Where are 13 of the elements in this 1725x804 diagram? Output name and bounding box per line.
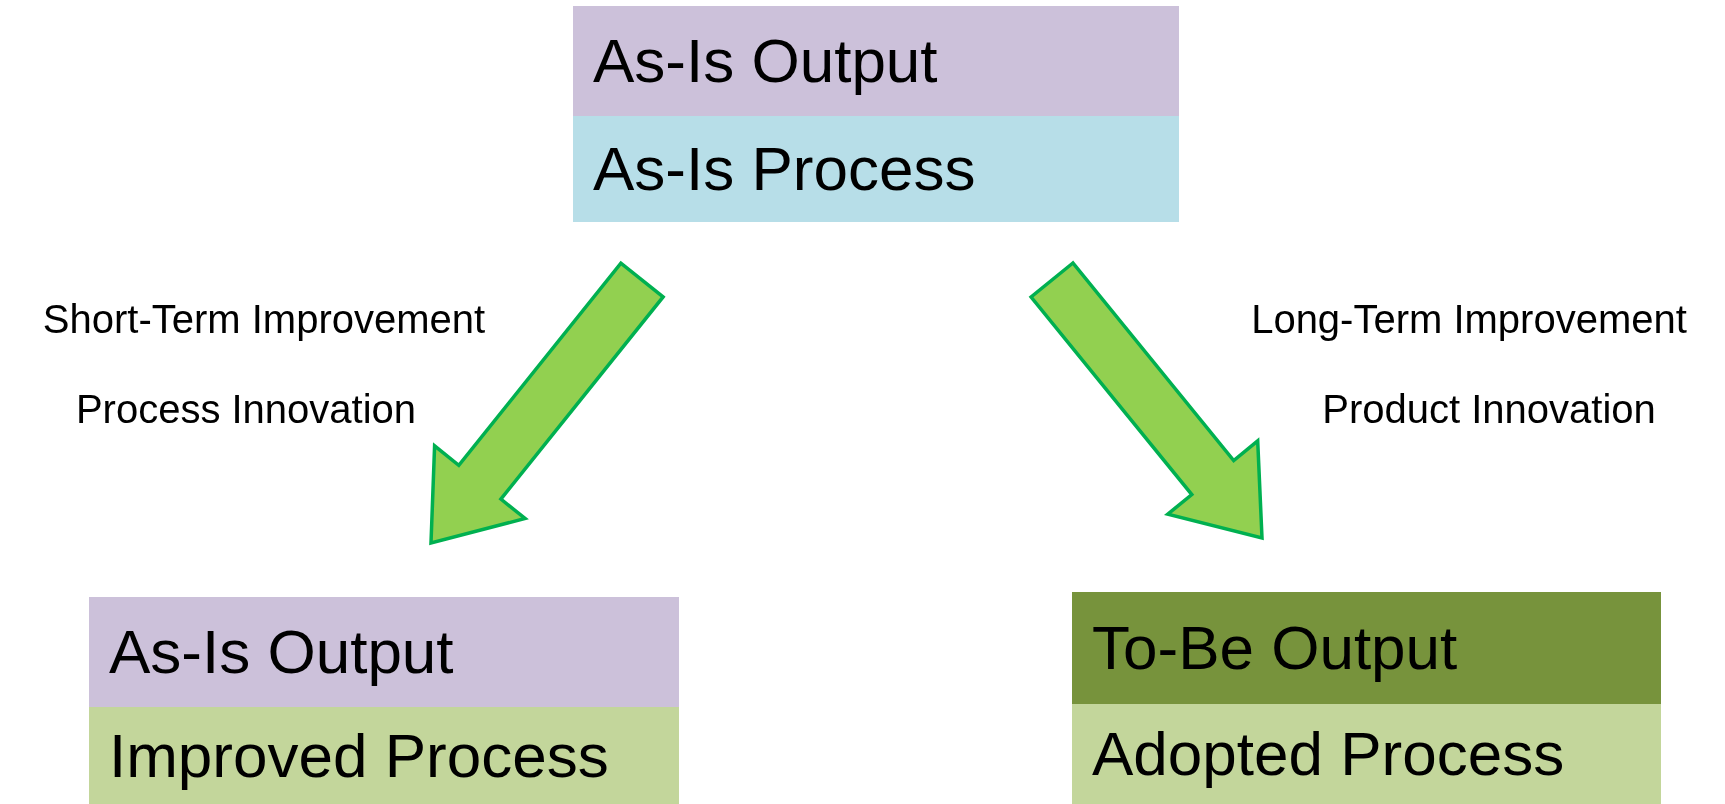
- text-band: [573, 116, 1179, 222]
- text-band: [573, 6, 1179, 116]
- block-arrow: [429, 260, 666, 546]
- band-text: As-Is Process: [593, 138, 976, 200]
- arrow-caption: Product Innovation: [1322, 389, 1656, 429]
- arrow-caption: Long-Term Improvement: [1251, 299, 1687, 339]
- text-band: [89, 597, 679, 707]
- arrow-caption: Short-Term Improvement: [42, 299, 486, 339]
- text-band: [1072, 704, 1661, 804]
- block-arrow: [1028, 260, 1264, 541]
- arrow-caption: Process Innovation: [75, 389, 417, 429]
- text-band: [89, 707, 679, 804]
- text-band: [1072, 592, 1661, 704]
